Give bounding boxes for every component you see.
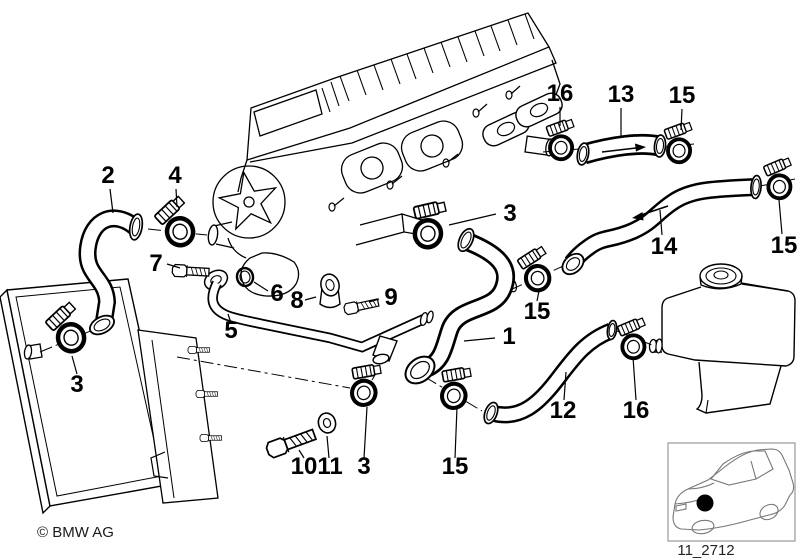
callout-leader-3 bbox=[448, 213, 497, 226]
callout-13[interactable]: 13 bbox=[608, 81, 635, 108]
callout-leader-15 bbox=[778, 199, 783, 235]
drawing-number: 11_2712 bbox=[677, 542, 734, 559]
valve-cover-ribs bbox=[321, 13, 535, 113]
water-pump-pulley-icon bbox=[217, 170, 278, 231]
callout-15[interactable]: 15 bbox=[442, 453, 469, 480]
o-ring-icon-6 bbox=[235, 266, 255, 288]
callout-leader-3 bbox=[363, 406, 368, 459]
callout-6[interactable]: 6 bbox=[270, 280, 283, 307]
callout-leader-9 bbox=[368, 298, 380, 303]
copyright: © BMW AG bbox=[37, 524, 114, 541]
callout-1[interactable]: 1 bbox=[502, 323, 515, 350]
tank-cap bbox=[699, 263, 743, 290]
flow-arrow-icon bbox=[601, 143, 646, 153]
callout-8[interactable]: 8 bbox=[290, 287, 303, 314]
clamp-icon-4 bbox=[150, 193, 196, 250]
hose-13 bbox=[576, 133, 667, 166]
bolt-icon-7 bbox=[171, 263, 210, 279]
engine-drawing bbox=[207, 12, 563, 297]
callout-3[interactable]: 3 bbox=[503, 200, 516, 227]
callout-leader-15 bbox=[680, 108, 683, 131]
callout-16[interactable]: 16 bbox=[547, 80, 574, 107]
callout-15[interactable]: 15 bbox=[669, 82, 696, 109]
hose-12 bbox=[483, 319, 618, 425]
flow-arrow-icon bbox=[632, 205, 669, 221]
holder-icon-8 bbox=[319, 273, 341, 309]
car-thumbnail bbox=[667, 442, 796, 542]
bolt-icon-9 bbox=[342, 296, 380, 316]
engine-bracket bbox=[515, 92, 563, 128]
callout-leader-6 bbox=[253, 281, 269, 292]
callout-leader-2 bbox=[109, 188, 114, 214]
callout-leader-14 bbox=[659, 209, 663, 236]
hose-1 bbox=[404, 227, 516, 385]
clamp-icon-15-right bbox=[758, 152, 796, 202]
radiator-drawing bbox=[0, 278, 222, 515]
callout-leader-12 bbox=[563, 371, 567, 401]
callout-leader-5 bbox=[227, 313, 232, 324]
callout-9[interactable]: 9 bbox=[384, 284, 397, 311]
callout-11[interactable]: 11 bbox=[317, 453, 342, 480]
callout-15[interactable]: 15 bbox=[771, 232, 798, 259]
callout-leader-16 bbox=[632, 356, 637, 401]
callout-7[interactable]: 7 bbox=[149, 250, 162, 277]
callout-leader-4 bbox=[175, 188, 178, 208]
callout-leader-7 bbox=[166, 263, 181, 269]
callout-leader-8 bbox=[304, 296, 317, 301]
callout-leader-3 bbox=[71, 355, 78, 375]
intake-runner bbox=[340, 142, 404, 194]
callout-12[interactable]: 12 bbox=[550, 397, 577, 424]
expansion-tank-drawing bbox=[648, 263, 796, 414]
water-pipe-5 bbox=[203, 269, 434, 365]
hose-14 bbox=[561, 174, 762, 276]
callout-4[interactable]: 4 bbox=[168, 162, 182, 189]
callout-10[interactable]: 10 bbox=[291, 453, 318, 480]
callout-5[interactable]: 5 bbox=[224, 317, 237, 344]
location-dot-icon bbox=[696, 494, 714, 512]
callout-2[interactable]: 2 bbox=[101, 162, 114, 189]
water-pump-housing bbox=[212, 165, 286, 239]
washer-icon-11 bbox=[317, 412, 337, 434]
hose-2 bbox=[78, 209, 144, 336]
callout-16[interactable]: 16 bbox=[623, 397, 650, 424]
intake-runner bbox=[400, 120, 464, 172]
callout-leader-11 bbox=[326, 435, 330, 459]
callout-3[interactable]: 3 bbox=[70, 371, 83, 398]
callout-leader-10 bbox=[298, 449, 305, 459]
callout-leader-15 bbox=[454, 406, 458, 459]
callout-3[interactable]: 3 bbox=[357, 453, 370, 480]
callout-14[interactable]: 14 bbox=[651, 233, 678, 260]
callout-15[interactable]: 15 bbox=[524, 298, 551, 325]
clamp-icon-16-tank bbox=[612, 312, 650, 362]
callout-leader-1 bbox=[463, 337, 496, 342]
callout-leader-15 bbox=[536, 290, 540, 302]
